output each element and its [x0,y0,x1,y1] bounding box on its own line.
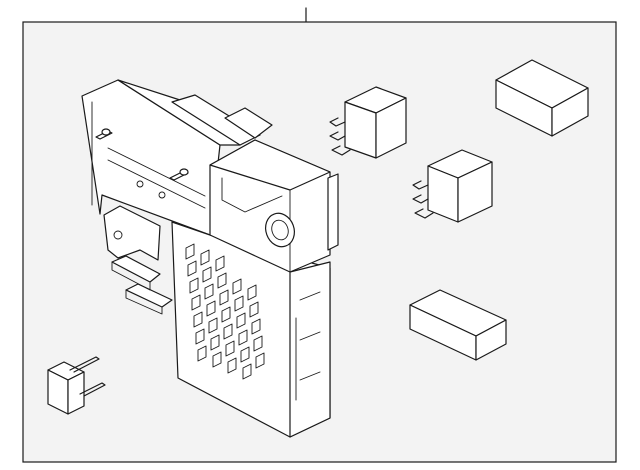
fuse-slot [236,312,246,329]
fuse-slot-grid [185,243,265,380]
fuse-slot [202,266,212,283]
fuse-slot [234,295,244,312]
fuse-slot [187,260,197,277]
mini-relay [47,356,106,415]
fuse-slot [232,278,242,295]
fuse-slot [204,283,214,300]
round-connector [265,212,295,248]
fuse-slot [225,340,235,357]
cover-block-top [495,59,589,137]
fuse-slot [185,243,195,260]
fuse-slot [238,329,248,346]
fuse-slot [210,334,220,351]
fuse-slot [227,357,237,374]
cover-block-bottom [409,289,507,361]
relay-1-side [375,97,407,159]
right-side-panel [289,261,331,438]
fuse-slot [223,323,233,340]
fuse-slot [253,335,263,352]
fuse-slot [191,294,201,311]
fuse-slot [189,277,199,294]
fuse-slot [197,345,207,362]
fuse-slot [255,352,265,369]
fuse-slot [219,289,229,306]
cover-block-2-side [475,319,507,361]
fuse-slot [195,328,205,345]
fuse-slot [208,317,218,334]
relay-2-side [457,161,493,223]
fuse-slot [242,363,252,380]
fuse-relay-box [81,79,339,438]
fuse-slot [249,301,259,318]
fuse-slot [212,351,222,368]
foot-2 [125,283,173,308]
fuse-slot [193,311,203,328]
relay-large-1 [329,86,407,159]
fuse-slot [215,255,225,272]
foot-1 [111,255,161,283]
front-housing-top [209,139,331,191]
fuse-slot [200,249,210,266]
fuse-slot [217,272,227,289]
fuse-slot [251,318,261,335]
mini-relay-side [67,371,85,415]
lower-left-body [103,205,161,261]
cover-block-side-face [551,87,589,137]
fuse-slot [206,300,216,317]
fuse-slot [221,306,231,323]
fuse-slot [247,284,257,301]
fuse-slot [240,346,250,363]
relay-large-2 [412,149,493,223]
